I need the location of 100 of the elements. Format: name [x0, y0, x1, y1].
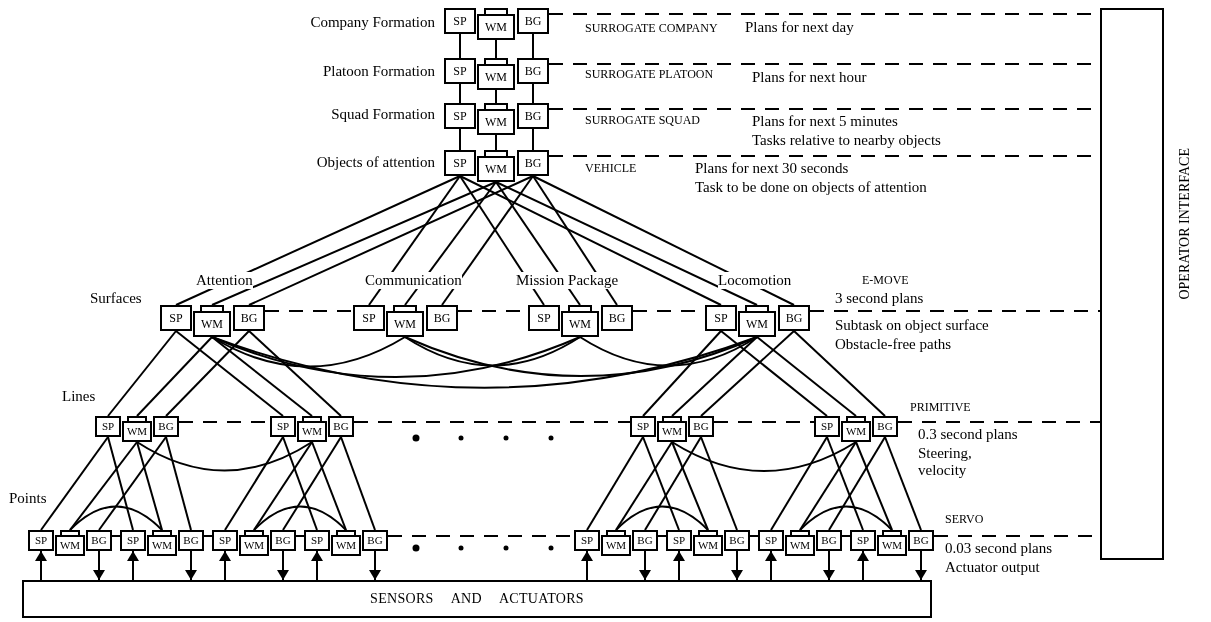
module-box: SP [666, 530, 692, 551]
connection-line [165, 330, 250, 417]
text-label: Squad Formation [331, 106, 435, 123]
connection-line [799, 441, 857, 531]
text-label: Plans for next day [745, 19, 854, 36]
module-box: BG [601, 305, 633, 331]
module-box: BG [688, 416, 714, 437]
text-label: Actuator output [945, 559, 1040, 576]
text-label: Locomotion [718, 272, 792, 289]
curved-line [579, 336, 758, 367]
arrow [219, 550, 231, 581]
connection-line [107, 436, 134, 531]
text-label: Objects of attention [316, 154, 435, 171]
module-box: SP [444, 58, 476, 84]
dashed-line [657, 535, 667, 537]
connection-line [248, 175, 534, 306]
text-label: 0.3 second plans [918, 426, 1018, 443]
arrow [857, 550, 869, 581]
connection-line [211, 336, 313, 417]
connection-line [642, 330, 722, 417]
arrow [35, 550, 47, 581]
module-box: BG [178, 530, 204, 551]
text-label: SURROGATE SQUAD [585, 114, 700, 128]
connection-line [136, 336, 213, 417]
arrow [581, 550, 593, 581]
connection-line [495, 181, 758, 306]
dashed-line [897, 421, 1101, 423]
connection-line [720, 330, 828, 417]
connection-line [165, 436, 192, 531]
module-box: BG [153, 416, 179, 437]
arrow [673, 550, 685, 581]
arrow [731, 550, 743, 581]
curved-line [253, 505, 347, 531]
connection-line [586, 436, 644, 531]
arrow [823, 550, 835, 581]
dashed-line [203, 535, 213, 537]
connection-line [671, 336, 758, 417]
module-box: BG [517, 58, 549, 84]
connection-line [459, 33, 461, 59]
connection-line [700, 436, 738, 531]
arrow [185, 550, 197, 581]
module-box: SP [212, 530, 238, 551]
curved-line [211, 336, 406, 368]
text-label: Company Formation [310, 14, 435, 31]
text-label: Attention [196, 272, 253, 289]
module-box: SP [814, 416, 840, 437]
connection-line [211, 181, 497, 306]
connection-line [644, 436, 702, 531]
text-label: Communication [365, 272, 462, 289]
arrow [311, 550, 323, 581]
curved-line [671, 441, 857, 473]
connection-line [884, 436, 922, 531]
module-box: SP [528, 305, 560, 331]
module-box: BG [517, 8, 549, 34]
connection-line [495, 181, 581, 306]
module-box: SP [270, 416, 296, 437]
connection-line [459, 128, 461, 151]
curved-line [69, 505, 163, 531]
connection-line [642, 436, 680, 531]
curved-line [404, 336, 581, 367]
text-label: Task to be done on objects of attention [695, 179, 927, 196]
connection-line [459, 175, 545, 306]
module-box: SP [705, 305, 737, 331]
text-label: Obstacle-free paths [835, 336, 952, 353]
connection-line [107, 330, 177, 417]
connection-line [756, 336, 857, 417]
connection-line [459, 83, 461, 104]
connection-line [404, 181, 497, 306]
module-box: SP [95, 416, 121, 437]
connection-line [282, 436, 342, 531]
connection-line [311, 441, 347, 531]
module-box: SP [444, 150, 476, 176]
connection-line [368, 175, 461, 306]
text-label: Subtask on object surface [835, 317, 989, 334]
module-box: BG [872, 416, 898, 437]
text-label: 0.03 second plans [945, 540, 1053, 557]
module-box: BG [86, 530, 112, 551]
arrow [277, 550, 289, 581]
module-box: SP [304, 530, 330, 551]
connection-line [40, 436, 109, 531]
arrow [639, 550, 651, 581]
connection-line [671, 441, 709, 531]
dashed-line [264, 310, 354, 312]
arrow [127, 550, 139, 581]
connection-line [175, 330, 284, 417]
dashed-line [353, 421, 631, 423]
module-box: SP [120, 530, 146, 551]
module-box: BG [724, 530, 750, 551]
arrow [93, 550, 105, 581]
connection-line [828, 436, 886, 531]
connection-line [495, 134, 497, 151]
connection-line [495, 39, 497, 59]
connection-line [770, 436, 828, 531]
connection-line [224, 436, 284, 531]
curved-line [136, 441, 313, 472]
connection-line [253, 441, 313, 531]
curved-line [799, 505, 893, 531]
connection-line [826, 436, 864, 531]
text-label: Tasks relative to nearby objects [752, 132, 941, 149]
module-box: BG [816, 530, 842, 551]
